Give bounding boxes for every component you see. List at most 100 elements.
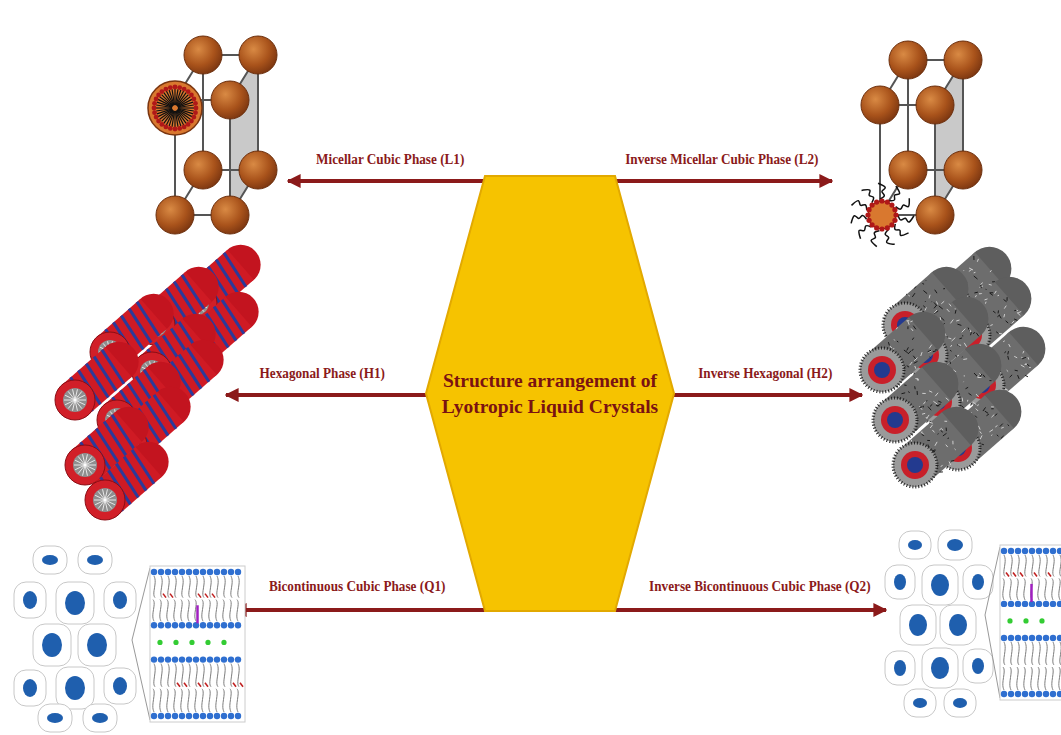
drug-molecule	[1020, 572, 1023, 576]
micelle-head	[152, 101, 157, 106]
lipid-tail	[237, 689, 238, 712]
inverse-micelle-head	[893, 212, 898, 217]
lipid-head	[151, 656, 157, 662]
water-molecule	[221, 640, 226, 645]
lipid-head	[158, 569, 164, 575]
fuzz	[967, 400, 968, 402]
channel-wall	[963, 649, 993, 683]
fuzz	[957, 324, 961, 325]
fuzz	[929, 295, 930, 299]
fuzz	[933, 350, 936, 352]
lipid-tail	[161, 576, 162, 598]
fuzz	[923, 406, 924, 408]
fuzz	[1004, 306, 1006, 309]
cylinder	[893, 407, 978, 487]
sphere	[916, 86, 954, 124]
fuzz	[1027, 364, 1030, 366]
fuzz	[977, 259, 978, 262]
inverse-micelle-head	[892, 218, 897, 223]
helix-strand	[224, 253, 246, 287]
arrow-line	[234, 608, 488, 612]
core-tail	[95, 500, 105, 505]
cylinder-end	[860, 348, 904, 392]
lipid-head	[151, 622, 157, 628]
fuzz	[959, 337, 962, 339]
fuzz	[997, 435, 999, 436]
lipid-tail	[1038, 667, 1039, 690]
lipid-tail	[161, 664, 162, 687]
fuzz	[1012, 321, 1014, 323]
inverse-micelle-head	[885, 225, 890, 230]
drug-molecule	[170, 594, 173, 598]
fuzz	[937, 404, 941, 406]
micellar-cubic-figure	[148, 36, 277, 234]
fuzz	[934, 310, 937, 313]
fuzz	[934, 302, 937, 305]
fuzz	[990, 270, 991, 272]
water-channel	[47, 713, 63, 723]
lipid-head	[172, 713, 178, 719]
lipid-tail	[153, 689, 154, 712]
zoom-line	[132, 640, 150, 720]
lipid-tail	[216, 689, 217, 712]
channel-wall	[83, 704, 117, 732]
lipid-head	[200, 569, 206, 575]
water-channel	[931, 574, 949, 596]
channel-wall	[78, 546, 112, 574]
lipid-tail	[174, 689, 175, 712]
channel-wall	[56, 667, 94, 709]
fuzz	[973, 402, 976, 405]
bicontinuous-figure	[14, 546, 245, 732]
fuzz	[977, 377, 981, 378]
drug-molecule	[184, 683, 187, 687]
fuzz	[1025, 364, 1027, 365]
lipid-tail	[209, 689, 210, 712]
lipid-tail	[189, 664, 190, 687]
fuzz	[923, 306, 925, 308]
lipid-tail	[1017, 578, 1018, 599]
fuzz	[950, 320, 953, 324]
fuzz	[974, 276, 978, 279]
micelle-tail	[172, 89, 175, 105]
fuzz	[947, 336, 949, 337]
inverse-micelle-head	[874, 225, 879, 230]
water-molecule	[1039, 618, 1044, 623]
lipid-head	[179, 713, 185, 719]
fuzz	[985, 411, 988, 413]
fuzz	[958, 344, 961, 345]
lipid-tail	[160, 689, 161, 712]
fuzz	[934, 311, 938, 314]
fuzz	[1001, 427, 1004, 429]
sphere	[156, 196, 194, 234]
channel-wall	[33, 546, 67, 574]
fuzz	[946, 398, 949, 401]
fuzz	[904, 385, 906, 386]
micelle-head	[193, 101, 198, 106]
fuzz	[955, 308, 956, 309]
lipid-tail	[230, 689, 231, 712]
fuzz	[1017, 312, 1021, 315]
lipid-tail	[189, 576, 190, 598]
phase-label: Micellar Cubic Phase (L1)	[316, 150, 464, 168]
micelle-head	[186, 122, 191, 127]
lipid-head	[228, 569, 234, 575]
cube-face	[935, 60, 963, 215]
fuzz	[991, 434, 992, 436]
lipid-head	[1043, 548, 1049, 554]
lipid-head	[1043, 601, 1049, 607]
fuzz	[1027, 357, 1029, 359]
fuzz	[1003, 314, 1005, 317]
fuzz	[974, 292, 978, 294]
fuzz	[907, 326, 908, 329]
lipid-head	[1050, 691, 1056, 697]
fuzz	[926, 400, 928, 401]
inverse-micelle-head	[870, 222, 875, 227]
lipid-tail	[217, 664, 218, 687]
arrow-line	[288, 179, 490, 183]
lipid-tail	[238, 664, 239, 687]
fuzz	[896, 327, 897, 329]
fuzz	[997, 315, 1000, 317]
fuzz	[893, 348, 894, 350]
inverse-micelle-tail	[878, 183, 885, 199]
lipid-tail	[175, 576, 176, 598]
